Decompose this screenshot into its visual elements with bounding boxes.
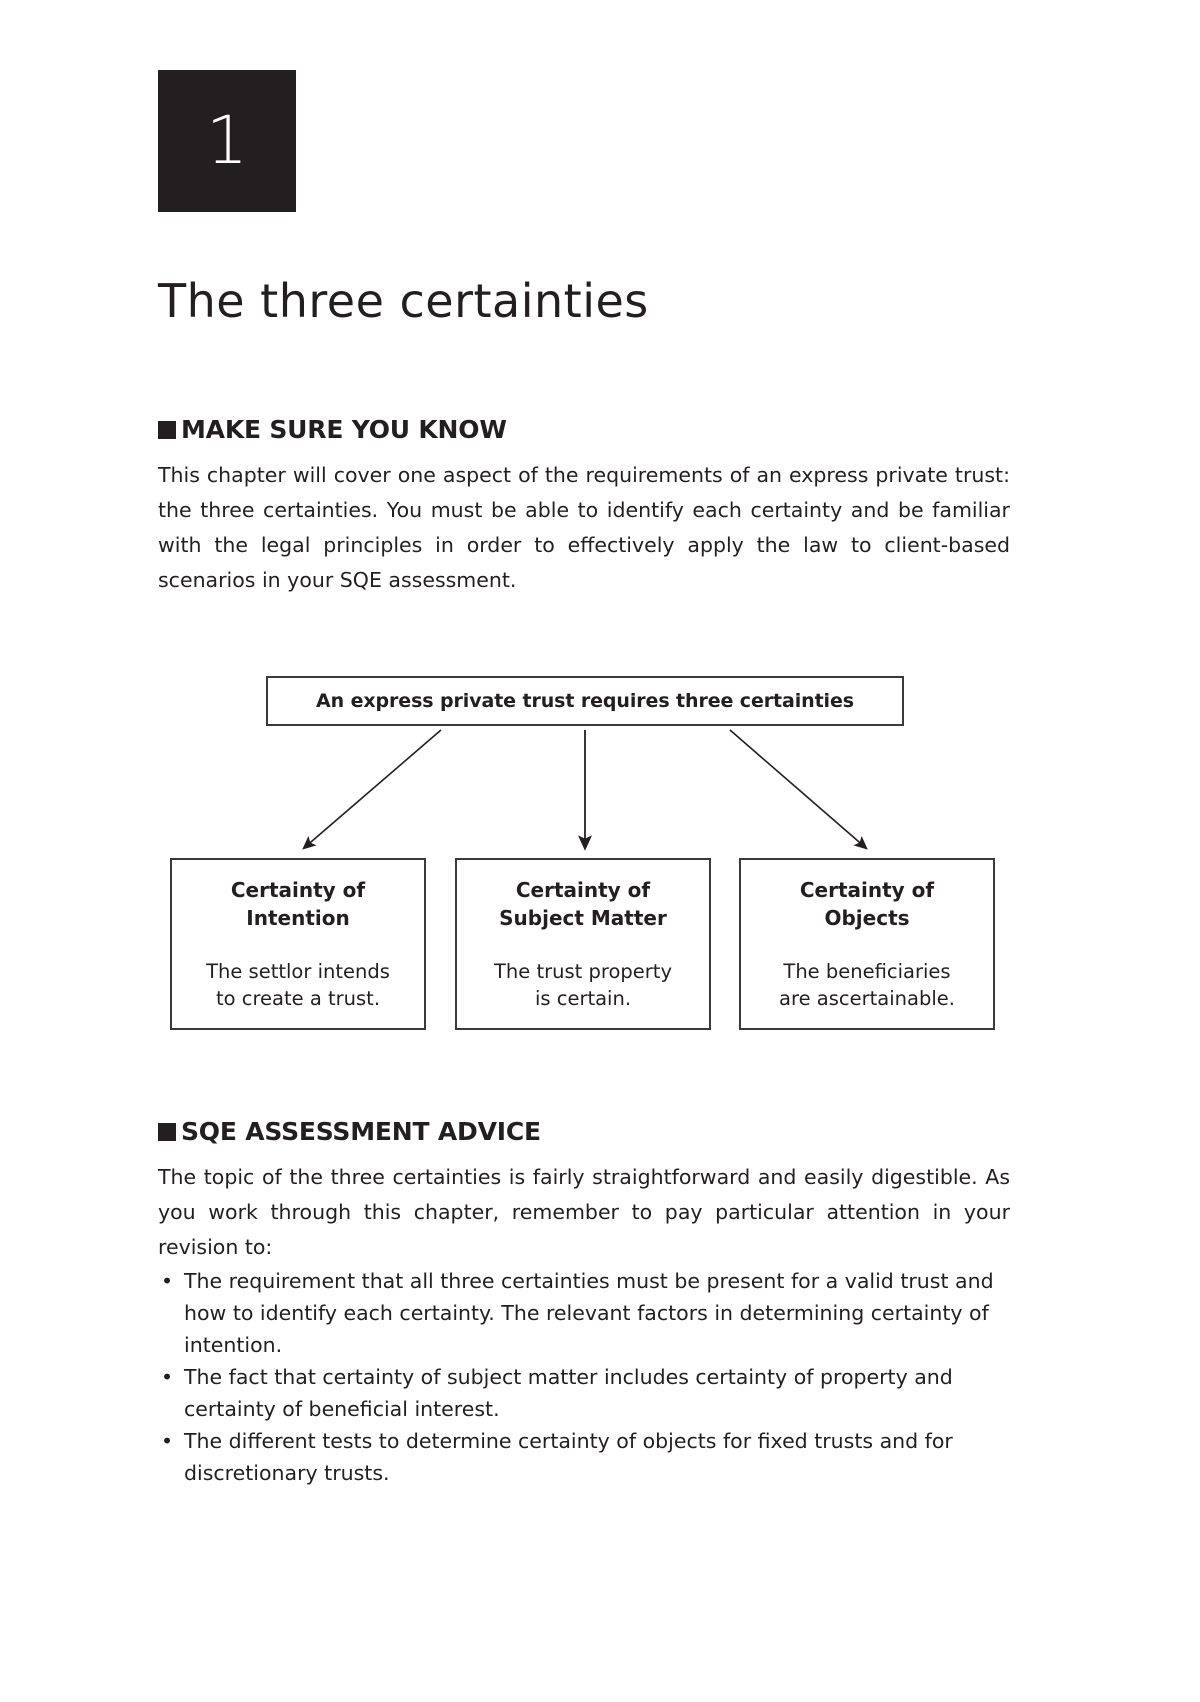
bullet-marker: • xyxy=(161,1269,174,1293)
diagram-box-desc-line1: The settlor intends xyxy=(206,960,390,983)
list-item-text: The different tests to determine certain… xyxy=(184,1429,953,1485)
diagram-root-box: An express private trust requires three … xyxy=(266,676,904,726)
diagram-box-desc-line1: The beneficiaries xyxy=(783,960,951,983)
section-paragraph: This chapter will cover one aspect of th… xyxy=(158,463,1010,592)
chapter-number-badge: 1 xyxy=(158,70,296,212)
diagram-box-heading-line2: Subject Matter xyxy=(499,906,667,930)
section-make-sure-you-know: MAKE SURE YOU KNOW This chapter will cov… xyxy=(158,415,1010,598)
section-heading-sqe-assessment-advice: SQE ASSESSMENT ADVICE xyxy=(158,1117,1010,1146)
section-heading-make-sure-you-know: MAKE SURE YOU KNOW xyxy=(158,415,1010,444)
chapter-number: 1 xyxy=(206,102,248,179)
diagram-box-description: The settlor intends to create a trust. xyxy=(186,958,410,1012)
diagram-box-heading: Certainty of Objects xyxy=(755,876,979,932)
diagram-box-certainty-of-objects: Certainty of Objects The beneficiaries a… xyxy=(739,858,995,1030)
diagram-box-heading-line1: Certainty of xyxy=(799,878,935,902)
section-heading-label: MAKE SURE YOU KNOW xyxy=(181,415,507,444)
diagram-box-heading-line2: Intention xyxy=(246,906,350,930)
diagram-box-heading-line1: Certainty of xyxy=(515,878,651,902)
list-item-text: The requirement that all three certainti… xyxy=(184,1269,994,1357)
advice-bullet-list: • The requirement that all three certain… xyxy=(158,1265,1010,1489)
section-heading-label: SQE ASSESSMENT ADVICE xyxy=(181,1117,541,1146)
diagram-box-heading: Certainty of Intention xyxy=(186,876,410,932)
three-certainties-diagram: An express private trust requires three … xyxy=(158,660,1010,1040)
diagram-box-heading-line2: Objects xyxy=(824,906,910,930)
list-item: • The requirement that all three certain… xyxy=(158,1265,1010,1361)
section-paragraph: The topic of the three certainties is fa… xyxy=(158,1165,1010,1259)
diagram-box-certainty-of-subject-matter: Certainty of Subject Matter The trust pr… xyxy=(455,858,711,1030)
diagram-box-desc-line2: are ascertainable. xyxy=(779,987,955,1010)
diagram-box-desc-line2: to create a trust. xyxy=(215,987,381,1010)
page-title: The three certainties xyxy=(158,273,649,328)
diagram-box-desc-line2: is certain. xyxy=(534,987,632,1010)
bullet-marker: • xyxy=(161,1365,174,1389)
list-item: • The fact that certainty of subject mat… xyxy=(158,1361,1010,1425)
diagram-box-description: The trust property is certain. xyxy=(471,958,695,1012)
list-item: • The different tests to determine certa… xyxy=(158,1425,1010,1489)
arrow-to-intention xyxy=(302,729,442,850)
list-item-text: The fact that certainty of subject matte… xyxy=(184,1365,953,1421)
square-bullet-icon xyxy=(158,1122,176,1141)
diagram-box-certainty-of-intention: Certainty of Intention The settlor inten… xyxy=(170,858,426,1030)
section-sqe-assessment-advice: SQE ASSESSMENT ADVICE The topic of the t… xyxy=(158,1117,1010,1489)
diagram-box-heading: Certainty of Subject Matter xyxy=(471,876,695,932)
diagram-box-heading-line1: Certainty of xyxy=(230,878,366,902)
bullet-marker: • xyxy=(161,1429,174,1453)
diagram-box-desc-line1: The trust property xyxy=(494,960,672,983)
square-bullet-icon xyxy=(158,420,176,439)
diagram-root-label: An express private trust requires three … xyxy=(316,690,854,712)
arrow-to-objects xyxy=(729,729,868,850)
diagram-box-description: The beneficiaries are ascertainable. xyxy=(755,958,979,1012)
